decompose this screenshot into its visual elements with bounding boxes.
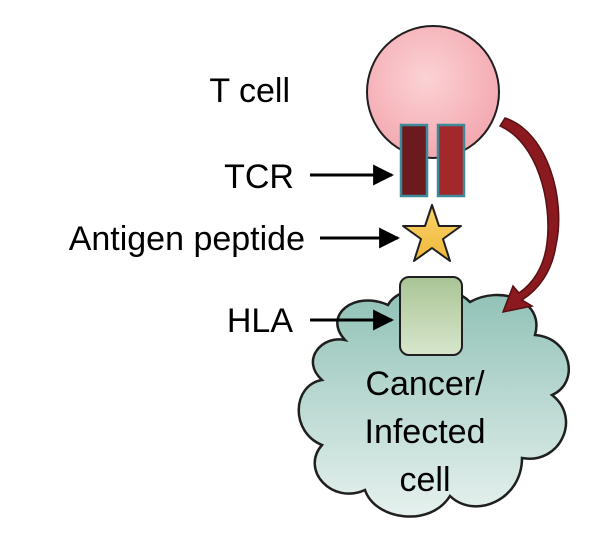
t-cell-label: T cell: [209, 72, 290, 110]
tcr-label: TCR: [224, 158, 294, 196]
antigen-star-icon: [402, 204, 462, 262]
tcr-shape: [399, 123, 466, 198]
hla-label: HLA: [227, 302, 293, 340]
target-cell-label-line3: cell: [399, 461, 450, 499]
curved-arrow-icon: [498, 117, 560, 314]
hla-shape: [399, 276, 463, 356]
target-cell-label-line2: Infected: [365, 413, 486, 451]
antigen-peptide-label: Antigen peptide: [69, 220, 305, 258]
target-cell-label-line1: Cancer/: [365, 365, 485, 403]
t-cell-shape: [366, 25, 500, 159]
